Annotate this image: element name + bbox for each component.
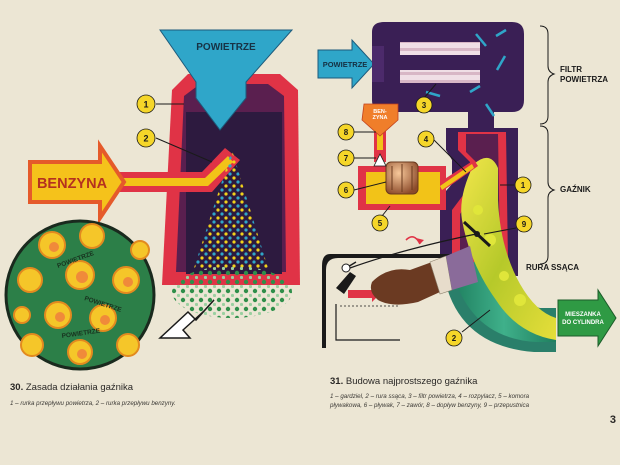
caption-31-desc-1: 1 – gardziel, 2 – rura ssąca, 3 – filtr … <box>330 393 530 400</box>
callout-30-1: 1 <box>136 94 184 114</box>
svg-text:2: 2 <box>143 134 148 144</box>
callout-30-2: 2 <box>136 128 213 163</box>
fuel-label-31: BEN-ZYNA <box>373 109 388 121</box>
fuel-label-30: BENZYNA <box>37 176 108 192</box>
callout-31-4: 4 <box>417 130 467 173</box>
throttle-linkage-31 <box>349 233 477 269</box>
svg-text:5: 5 <box>378 219 383 228</box>
mixture-stream-31 <box>461 157 556 340</box>
fuel-inlet-arrow-31 <box>361 103 399 137</box>
caption-30-num: 30. <box>10 382 24 393</box>
caption-31-text: Budowa najprostszego gaźnika <box>345 376 478 387</box>
caption-31-title: 31. Budowa najprostszego gaźnika <box>330 376 477 387</box>
mixture-bubbles-31 <box>473 205 526 306</box>
caption-31-desc-2: pływakowa, 6 – pływak, 7 – zawór, 8 – do… <box>330 402 530 409</box>
callout-31-2: 2 <box>445 309 491 347</box>
svg-text:1: 1 <box>521 181 526 190</box>
svg-text:9: 9 <box>522 220 527 229</box>
callout-31-9: 9 <box>483 215 533 235</box>
air-label-31: POWIETRZE <box>323 60 368 69</box>
mixture-outlet-arrow-31 <box>557 288 617 348</box>
svg-text:3: 3 <box>422 101 427 110</box>
mixture-cloud-30 <box>172 266 292 318</box>
callout-31-8: 8 <box>337 123 376 141</box>
driver-shoe-31 <box>370 246 478 305</box>
fuel-pipe-30 <box>110 148 240 192</box>
fuel-arrow-30 <box>28 139 127 225</box>
magnify-arrow-30 <box>158 299 215 339</box>
air-inlet-arrow-30 <box>159 29 294 131</box>
intake-section-label: RURA SSĄCA <box>526 263 579 272</box>
droplet-magnifier-30 <box>4 219 156 371</box>
callout-31-3: 3 <box>415 83 437 114</box>
caption-30-text: Zasada działania gaźnika <box>25 382 134 393</box>
air-inlet-arrow-31 <box>317 38 375 90</box>
air-filter-31 <box>372 22 524 128</box>
caption-31-num: 31. <box>330 376 344 387</box>
svg-text:1: 1 <box>143 100 148 110</box>
svg-text:2: 2 <box>452 334 457 343</box>
callout-31-5: 5 <box>371 205 391 232</box>
svg-text:8: 8 <box>344 128 349 137</box>
svg-text:4: 4 <box>424 135 429 144</box>
page-number: 3 <box>609 414 616 426</box>
section-brackets-31 <box>539 25 556 265</box>
svg-text:7: 7 <box>344 154 349 163</box>
callout-31-7: 7 <box>337 149 376 167</box>
float-31 <box>385 161 419 195</box>
callout-31-6: 6 <box>337 181 387 199</box>
caption-30-title: 30. Zasada działania gaźnika <box>10 382 133 393</box>
throttle-plate-31 <box>462 220 492 248</box>
svg-text:6: 6 <box>344 186 349 195</box>
caption-30-desc: 1 – rurka przepływu powietrza, 2 – rurka… <box>10 400 176 407</box>
air-label-30: POWIETRZE <box>196 42 256 53</box>
callout-31-1: 1 <box>500 176 532 194</box>
figure-30: POWIETRZE BENZYNA <box>4 29 300 371</box>
fuel-spray-30 <box>194 150 268 268</box>
carb-section-label: GAŹNIK <box>560 185 591 194</box>
